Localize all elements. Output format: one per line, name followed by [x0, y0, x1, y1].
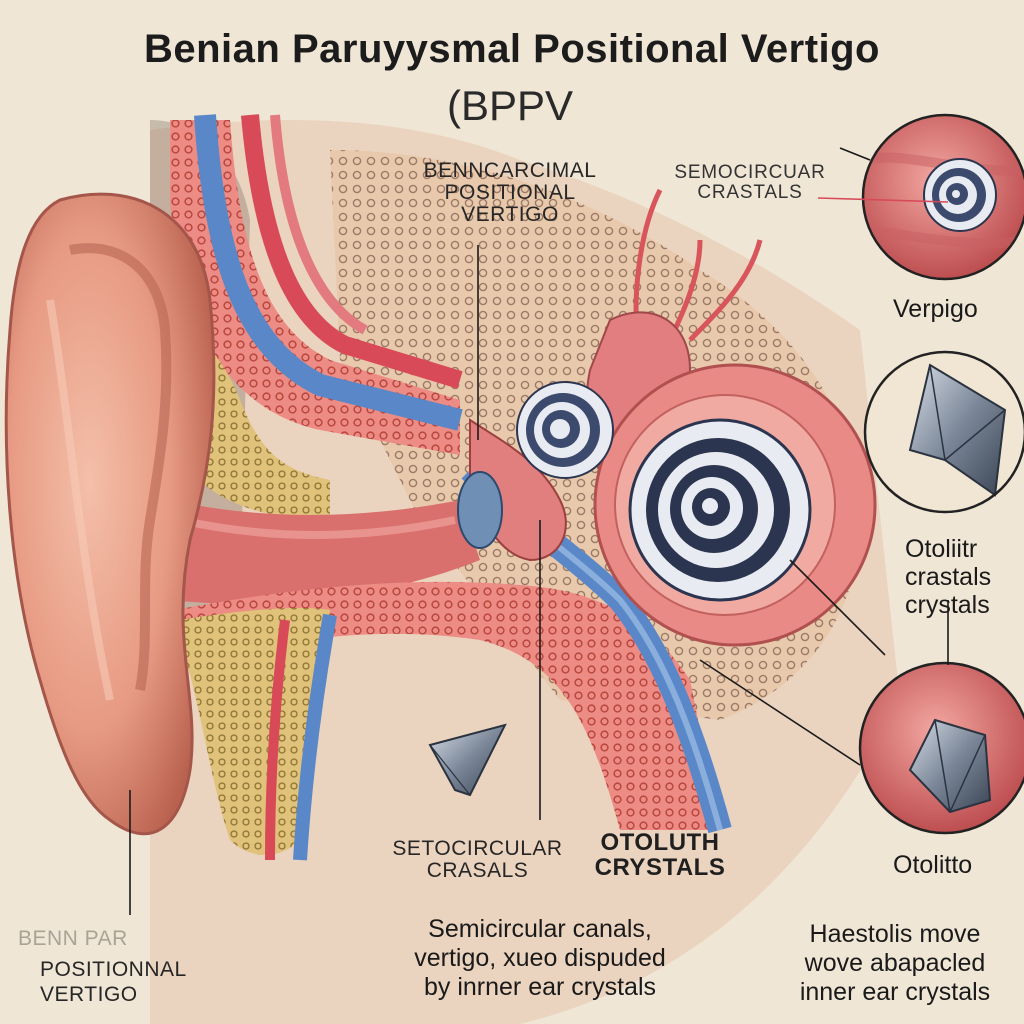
label-otolitto: Otolitto	[893, 851, 973, 879]
label-line: VERTIGO	[40, 983, 138, 1007]
inset-circle-bottom	[858, 661, 1024, 835]
label-bottom-left: POSITIONNAL VERTIGO	[40, 957, 187, 1007]
label-line: CRASTALS	[697, 181, 803, 203]
label-line: CRYSTALS	[594, 854, 726, 882]
label-center-top: BENNCARCIMAL POSITIONAL VERTIGO	[380, 159, 640, 227]
label-otolith-crystals: OTOLUTH CRYSTALS	[585, 829, 735, 882]
label-line: wove abapacled	[804, 948, 986, 977]
label-semcircular-top: SEMOCIRCUAR CRASTALS	[655, 163, 845, 203]
label-line: SEMOCIRCUAR	[674, 162, 826, 183]
upper-tissue-band	[170, 120, 460, 455]
crystal-icon	[908, 718, 992, 814]
ear-canal-highlight	[179, 516, 456, 539]
label-line: by inrner ear crystals	[423, 972, 657, 1001]
label-bottom-center: Semicircular canals, vertigo, xueo dispu…	[360, 915, 720, 1001]
inset-circle-middle	[863, 350, 1024, 514]
crystal-icon	[908, 363, 1007, 497]
page-title: Benian Paruyysmal Positional Vertigo	[143, 27, 880, 71]
red-vessel-upper	[241, 114, 463, 389]
label-line: SETOCIRCULAR	[392, 837, 563, 860]
blue-vessel-lower	[293, 613, 337, 861]
label-verpigo: Verpigo	[893, 295, 978, 323]
label-line: Otoliitr	[905, 535, 978, 563]
red-vessel-upper-2	[270, 114, 368, 335]
outer-ear-icon	[4, 192, 216, 836]
label-line: VERTIGO	[461, 203, 559, 227]
yellow-bone-lower	[180, 608, 330, 855]
label-line: Semicircular canals,	[428, 915, 652, 943]
spiral-icon-small	[516, 381, 614, 479]
label-otolith-right: Otoliitr crastals crystals	[905, 535, 991, 619]
canal-strand-3	[688, 239, 763, 342]
label-setocircular: SETOCIRCULAR CRASALS	[375, 837, 580, 883]
label-line: Haestolis move	[809, 920, 981, 948]
page-subtitle: (BPPV	[447, 82, 574, 129]
eardrum	[457, 471, 503, 549]
label-line: POSITIONNAL	[40, 958, 187, 981]
label-line: POSITIONAL	[444, 181, 576, 205]
label-bottom-right: Haestolis move wove abapacled inner ear …	[770, 920, 1020, 1006]
spiral-icon	[923, 158, 997, 232]
leader-lines	[129, 147, 949, 915]
label-line: OTOLUTH	[600, 829, 720, 856]
label-line: inner ear crystals	[799, 977, 991, 1006]
lower-tissue-band	[175, 581, 720, 830]
red-vessel-lower	[265, 619, 290, 861]
label-bottom-left-faint: BENN PAR	[18, 927, 128, 950]
blue-vessel-upper	[194, 114, 463, 431]
label-line: crystals	[905, 591, 990, 619]
label-line: crastals	[905, 563, 992, 591]
label-line: vertigo, xueo dispuded	[414, 943, 666, 972]
label-line: CRASALS	[426, 859, 529, 883]
spiral-icon-large	[628, 418, 812, 602]
label-line: BENNCARCIMAL	[423, 159, 597, 182]
inset-circle-top	[861, 113, 1024, 281]
